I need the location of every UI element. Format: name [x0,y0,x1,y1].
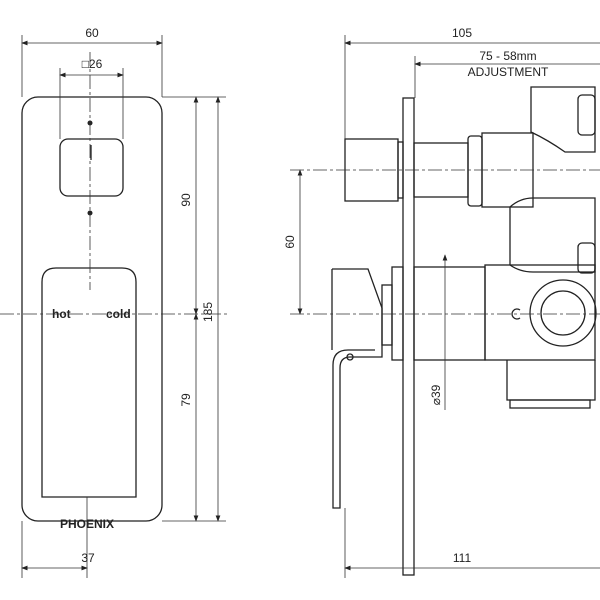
lever-side [332,268,383,509]
lever-offset-dimension: 37 [81,551,95,565]
front-view: hot cold PHOENIX 60 □26 90 79 185 37 [0,26,230,578]
wall-plate-side [402,97,415,576]
height-dimension: 185 [201,302,215,322]
spacing-dimension: 60 [283,235,297,249]
outlet-ring [529,279,597,347]
depth-dimension: 105 [452,26,472,40]
overall-depth-dimension: 111 [453,551,472,565]
diameter-dimension: ⌀39 [429,384,443,405]
cold-label: cold [106,307,131,321]
diverter-button [59,138,124,197]
adjustment-label: ADJUSTMENT [468,65,549,79]
hot-label: hot [52,307,71,321]
width-dimension: 60 [85,26,99,40]
side-view: 105 75 - 58mm ADJUSTMENT 60 ⌀39 111 [283,26,600,578]
mixer-lever [41,267,137,498]
wall-plate [21,96,163,522]
button-dimension: □26 [82,57,103,71]
upper-dimension: 90 [179,193,193,207]
lower-dimension: 79 [179,393,193,407]
adjustment-range: 75 - 58mm [479,49,536,63]
